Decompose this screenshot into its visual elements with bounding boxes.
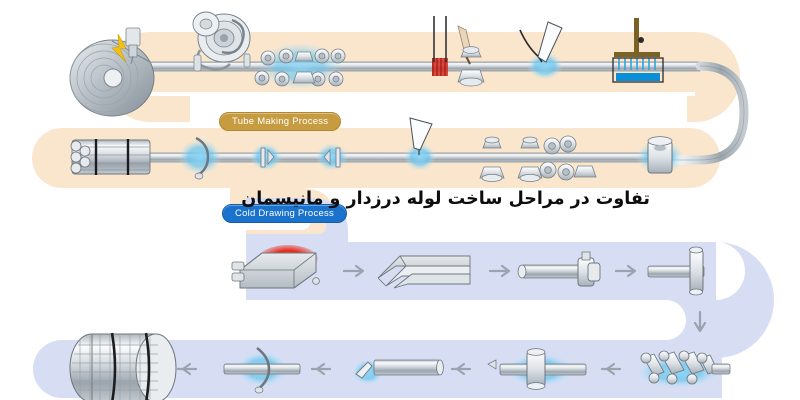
welding-torch-icon (111, 27, 141, 65)
arrow-left-2 (310, 362, 332, 376)
pickling-taper (352, 359, 444, 385)
badge-cold-drawing-process[interactable]: Cold Drawing Process (222, 204, 347, 223)
row1-tube-making (69, 11, 749, 165)
blade-cutter (404, 117, 436, 171)
multi-roll-stand (636, 350, 731, 388)
arrow-left-4 (600, 362, 622, 376)
uncoiler-machine (192, 11, 251, 72)
row2-tube-making (70, 117, 684, 182)
elongator (647, 246, 705, 296)
cut-off-saw-1 (178, 136, 222, 180)
cooling-spray-tank (612, 18, 664, 83)
reducing-mill (487, 348, 587, 390)
arrow-left-1 (176, 362, 198, 376)
end-facing-1 (250, 143, 282, 171)
forming-rollers (254, 42, 346, 90)
seamless-pipe-bundle (69, 332, 177, 400)
row3-cold-drawing (231, 245, 707, 333)
sizing-die-head (636, 136, 684, 175)
finished-pipe-bundle (70, 139, 151, 175)
arrow-right-2 (488, 264, 511, 278)
arrow-down-turn (693, 310, 707, 333)
arrow-right-1 (342, 264, 365, 278)
hot-billet (231, 245, 320, 289)
sizing-roller-top (457, 46, 485, 87)
steel-coil (69, 39, 155, 117)
badge-tube-making-process[interactable]: Tube Making Process (219, 112, 342, 131)
row4-cold-drawing (69, 332, 731, 400)
cooling-bed (377, 255, 471, 289)
straightening-rollers (479, 135, 597, 182)
piercing-mill (517, 251, 601, 287)
arrow-left-3 (450, 362, 472, 376)
weld-seam-probe (519, 21, 563, 80)
tan-right-uturn (687, 32, 740, 122)
cold-draw-bench (223, 346, 301, 394)
arrow-right-3 (614, 264, 637, 278)
end-facing-2 (316, 143, 348, 171)
page-title: تفاوت در مراحل ساخت لوله درزدار و مانیسم… (241, 189, 650, 209)
induction-heater (432, 16, 448, 76)
